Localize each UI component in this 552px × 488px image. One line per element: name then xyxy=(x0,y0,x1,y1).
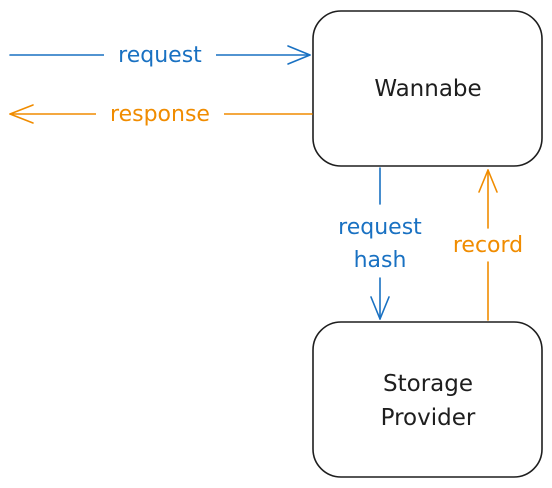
node-storage-provider-box xyxy=(312,321,543,478)
edge-response-label-bg xyxy=(96,98,224,128)
node-storage-provider-label-line2: Provider xyxy=(381,405,476,431)
node-storage-provider: Storage Provider xyxy=(312,321,543,478)
edge-request-hash-label-line1: request xyxy=(338,215,422,240)
node-wannabe-label: Wannabe xyxy=(374,76,481,102)
node-wannabe-box xyxy=(312,10,543,167)
edge-request-hash-label-line2: hash xyxy=(354,248,407,273)
edge-request: request xyxy=(9,39,311,69)
edge-request-label-bg xyxy=(104,39,216,69)
edge-response-arrowhead xyxy=(9,104,34,124)
node-wannabe: Wannabe xyxy=(312,10,543,167)
edge-request-label: request xyxy=(118,43,202,68)
edge-request-hash-arrowhead xyxy=(370,296,390,320)
edge-record: record xyxy=(453,169,523,321)
edge-request-arrowhead xyxy=(287,45,311,65)
edge-record-arrowhead xyxy=(478,169,498,193)
edge-request-hash: request hash xyxy=(338,167,422,320)
edge-response: response xyxy=(9,98,313,128)
edge-record-label: record xyxy=(453,233,523,258)
edge-response-label: response xyxy=(110,102,210,127)
node-storage-provider-label-line1: Storage xyxy=(383,371,473,397)
